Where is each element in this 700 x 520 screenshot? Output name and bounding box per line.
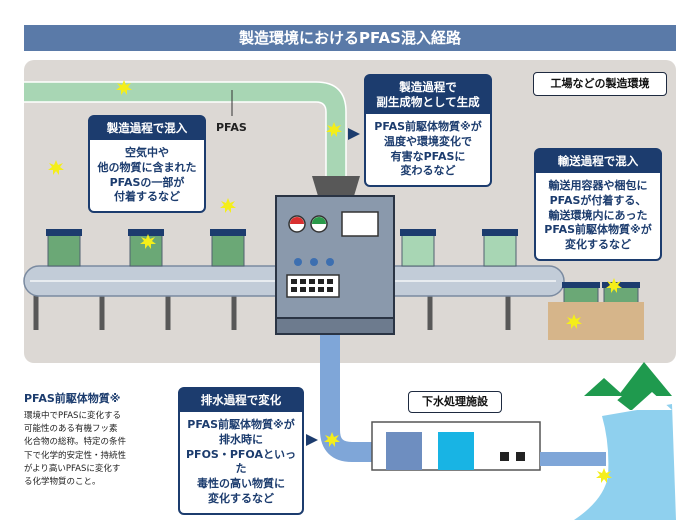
callout-title: 輸送過程で混入	[536, 150, 660, 173]
hopper	[312, 176, 360, 196]
sewage-treatment-plant	[371, 421, 606, 471]
footnote-body: 環境中でPFASに変化する 可能性のある有機フッ素 化合物の総称。特定の条件 下…	[24, 411, 127, 487]
footnote-title: PFAS前駆体物質※	[24, 392, 121, 405]
pfas-label: PFAS	[216, 121, 247, 134]
container-3	[210, 229, 246, 267]
pfas-spark	[220, 198, 236, 213]
factory-environment-label: 工場などの製造環境	[533, 72, 667, 96]
callout-body: PFAS前駆体物質※が 温度や環境変化で 有害なPFASに 変わるなど	[374, 119, 482, 178]
container-5	[482, 229, 518, 267]
container-1	[46, 229, 82, 267]
drain-pipe	[320, 330, 372, 462]
drainage-arrow	[306, 434, 318, 446]
callout-manufacturing-mix: 製造過程で混入 空気中や 他の物質に含まれた PFASの一部が 付着するなど	[88, 115, 206, 214]
byproduct-arrow	[348, 128, 360, 140]
manufacturing-machine	[275, 195, 395, 335]
callout-title: 排水過程で変化	[180, 389, 302, 412]
callout-body: 空気中や 他の物質に含まれた PFASの一部が 付着するなど	[97, 145, 197, 204]
page-title: 製造環境におけるPFAS混入経路	[24, 25, 676, 51]
callout-byproduct: 製造過程で 副生成物として生成 PFAS前駆体物質※が 温度や環境変化で 有害な…	[364, 74, 492, 188]
callout-body: 輸送用容器や梱包に PFASが付着する、 輸送環境内にあった PFAS前駆体物質…	[544, 178, 652, 252]
callout-body: PFAS前駆体物質※が 排水時に PFOS・PFOAといった 毒性の高い物質に …	[186, 417, 296, 506]
container-2	[128, 229, 164, 267]
callout-drainage: 排水過程で変化 PFAS前駆体物質※が 排水時に PFOS・PFOAといった 毒…	[178, 387, 304, 515]
river-and-mountains	[574, 362, 676, 520]
callout-title: 製造過程で 副生成物として生成	[366, 76, 490, 114]
container-4	[400, 229, 436, 267]
shipping-box	[548, 282, 644, 340]
callout-title: 製造過程で混入	[90, 117, 204, 140]
pfas-spark	[48, 160, 64, 175]
air-duct	[24, 82, 346, 190]
callout-transport: 輸送過程で混入 輸送用容器や梱包に PFASが付着する、 輸送環境内にあった P…	[534, 148, 662, 262]
sewage-plant-label: 下水処理施設	[408, 391, 502, 413]
